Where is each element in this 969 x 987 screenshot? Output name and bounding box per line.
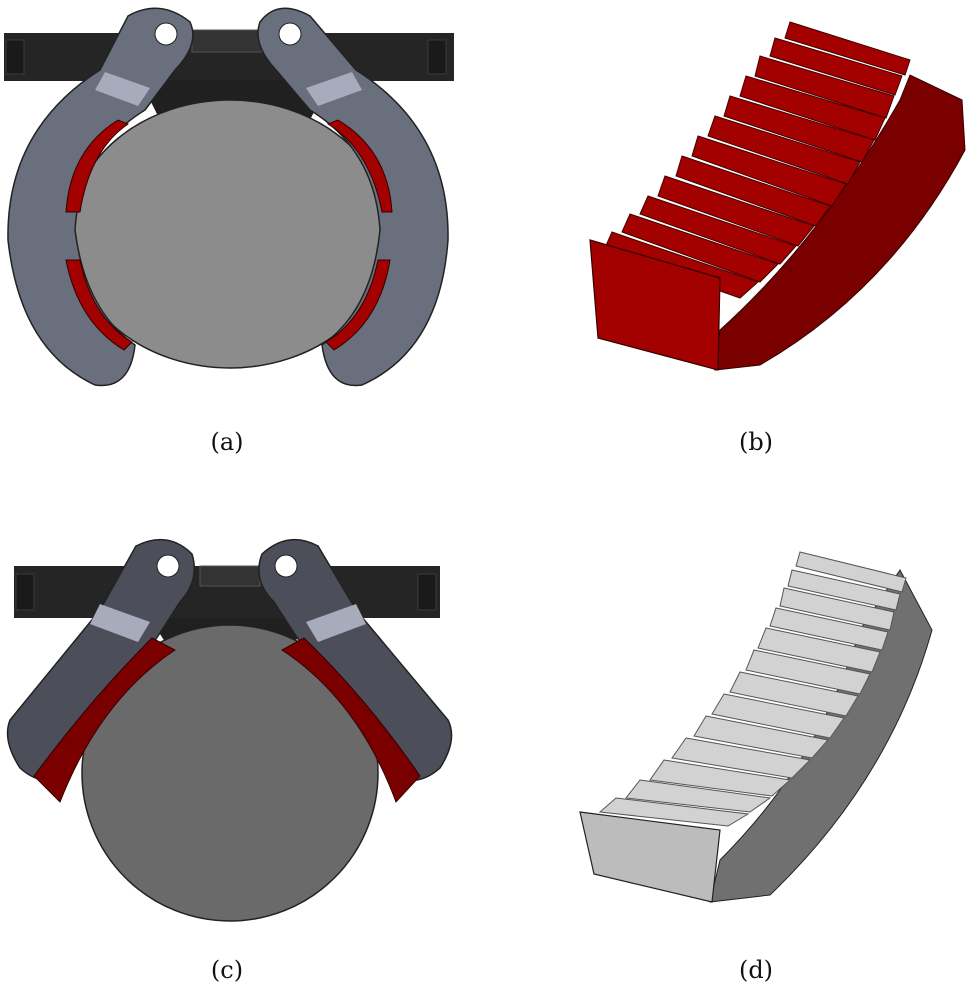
right-pad-upper [326,119,393,213]
gripper-open-illustration [4,7,454,387]
bracket-slot-right [417,573,437,611]
red-pad-front-face [589,239,721,371]
left-finger-band [95,72,150,106]
gray-pad-illustration [579,551,933,903]
left-finger-band [90,604,150,642]
left-pad-lower [65,259,133,351]
panel-d [560,530,969,930]
right-pivot-hole [274,554,298,578]
grasped-object [81,624,379,922]
right-finger-band [306,604,366,642]
caption-a: (a) [210,428,244,456]
left-pivot-hole [154,22,178,46]
gripper-closed-illustration [6,538,453,922]
left-pad [33,637,176,803]
right-pad-lower [325,259,391,351]
panel-a [0,0,470,400]
bracket-slot-left [15,573,35,611]
left-pad-upper [65,119,130,213]
right-finger-band [306,72,362,106]
caption-d: (d) [738,956,774,984]
gray-pad-front-face [579,811,721,903]
bracket-center-plate [199,565,261,587]
right-finger-arm [257,7,449,387]
right-pad [281,637,421,803]
panel-b [560,0,969,400]
caption-b: (b) [738,428,774,456]
gray-pad-ridges [598,551,907,827]
bracket-slot-right [427,39,447,75]
red-pad-illustration [589,21,966,371]
bracket-slot-left [5,39,25,75]
caption-c: (c) [210,956,244,984]
red-pad-side-face [714,74,966,371]
right-pivot-hole [278,22,302,46]
left-pivot-hole [156,554,180,578]
panel-c [0,530,470,930]
left-finger-arm [7,7,194,387]
